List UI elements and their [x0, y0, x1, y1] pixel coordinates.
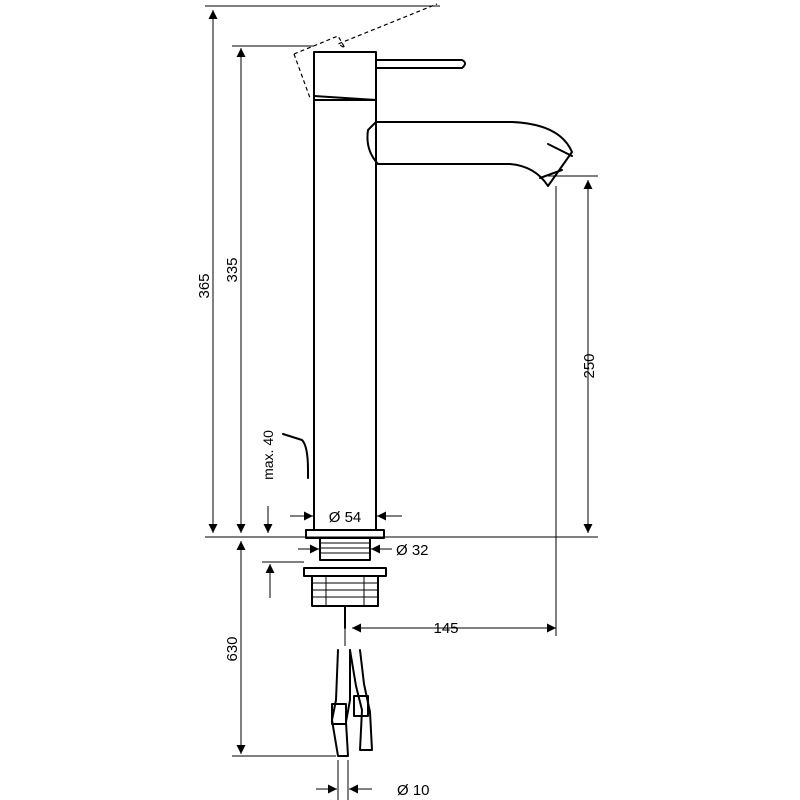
housing-seam	[313, 95, 377, 101]
faucet-body	[205, 3, 598, 539]
spout-tip-2	[539, 169, 563, 179]
threaded-shank	[303, 537, 387, 629]
spout-tip	[547, 143, 573, 157]
label-spout-height: 250	[581, 353, 598, 378]
hose-right	[349, 649, 373, 751]
supply-hoses	[331, 649, 373, 757]
shank-nut	[319, 537, 371, 561]
label-max-thickness: max. 40	[260, 430, 276, 480]
hose-fitting-right	[353, 695, 369, 717]
mounting-washer	[303, 567, 387, 577]
label-body-height: 335	[224, 257, 241, 282]
hose-fitting-left	[331, 703, 347, 725]
label-hose-diameter: Ø 10	[397, 782, 430, 799]
label-spout-reach: 145	[433, 620, 458, 637]
lever-open-housing	[293, 53, 311, 99]
spout	[366, 121, 573, 187]
mounting-nut	[311, 575, 379, 607]
label-total-height: 365	[196, 273, 213, 298]
lever-open-position	[293, 3, 438, 55]
dimension-lines	[205, 5, 598, 800]
label-hose-length: 630	[224, 636, 241, 661]
label-thread-diameter: Ø 32	[396, 542, 429, 559]
dimension-labels: 365 335 250 max. 40 Ø 54 Ø 32 145 630 Ø …	[196, 257, 598, 799]
lever-handle	[375, 59, 466, 69]
countertop-thickness-indicator	[282, 433, 309, 479]
lever-housing	[313, 51, 377, 101]
label-base-diameter: Ø 54	[329, 509, 362, 526]
